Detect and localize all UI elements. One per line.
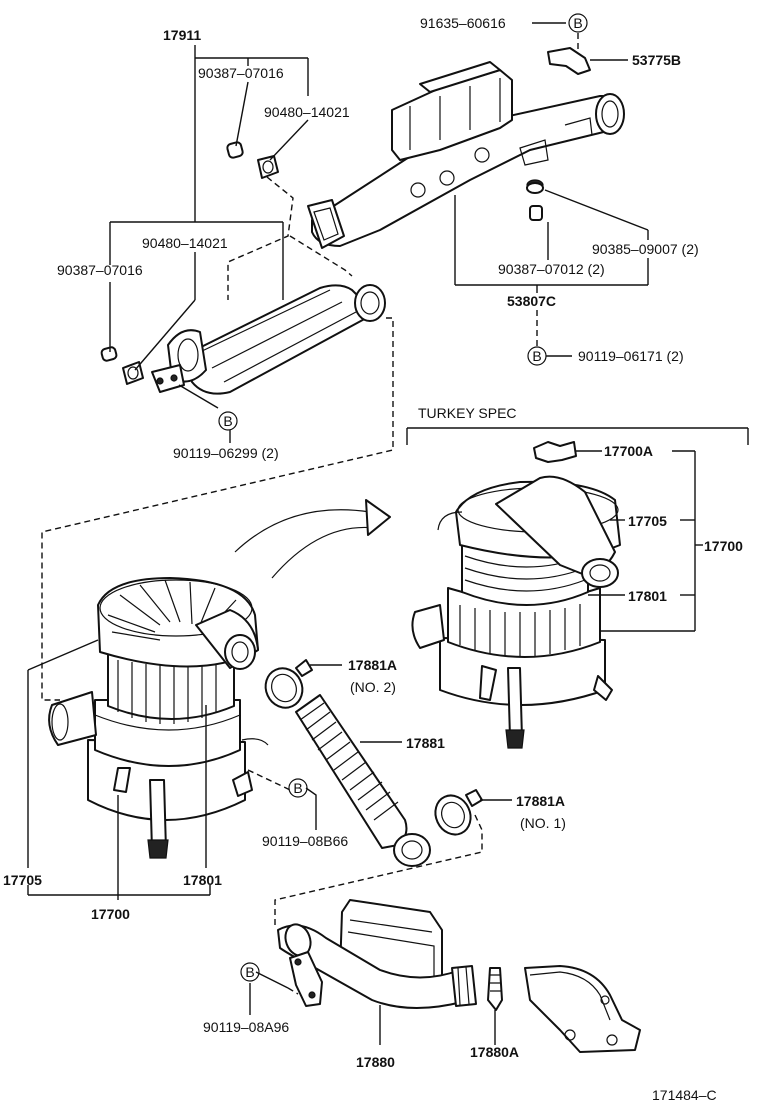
main-air-cleaner <box>48 577 269 859</box>
leaders-turkey <box>576 450 703 632</box>
label-53775b: 53775B <box>632 52 681 68</box>
label-90119-06171: 90119–06171 (2) <box>578 348 684 364</box>
figure-code: 171484–C <box>652 1087 717 1103</box>
label-17801-left: 17801 <box>183 872 222 888</box>
label-17880a: 17880A <box>470 1044 519 1060</box>
leaders-top-right <box>454 22 649 357</box>
turkey-spec-group <box>406 427 749 445</box>
label-90119-06299: 90119–06299 (2) <box>173 445 279 461</box>
svg-text:B: B <box>245 964 254 980</box>
label-90480-14021-a: 90480–14021 <box>264 104 350 120</box>
resonator-assembly <box>100 141 386 395</box>
label-90119-08b66: 90119–08B66 <box>262 833 348 849</box>
b-marker-53807c: B <box>527 346 547 366</box>
label-17880: 17880 <box>356 1054 395 1070</box>
connection-dashed-main <box>41 317 394 701</box>
b-marker-top: B <box>568 13 588 33</box>
label-53807c: 53807C <box>507 293 556 309</box>
label-17700-left: 17700 <box>91 906 130 922</box>
label-17700a: 17700A <box>604 443 653 459</box>
label-17700-right: 17700 <box>704 538 743 554</box>
transition-arrow <box>234 499 391 579</box>
hose-assembly <box>264 659 483 867</box>
leaders-bottom <box>249 971 496 1045</box>
air-inlet-assembly <box>307 47 625 249</box>
label-90387-07016-b: 90387–07016 <box>57 262 143 278</box>
turkey-air-cleaner <box>411 441 621 749</box>
b-marker-resonator: B <box>218 411 238 431</box>
label-90387-07016-a: 90387–07016 <box>198 65 284 81</box>
part-labels: 17911 90387–07016 90480–14021 90480–1402… <box>3 15 743 1103</box>
label-17881a-top: 17881A <box>348 657 397 673</box>
leaders-top-left <box>109 45 353 443</box>
b-marker-cleaner: B <box>288 778 308 798</box>
label-91635-60616: 91635–60616 <box>420 15 506 31</box>
leaders-left <box>27 639 317 900</box>
label-90387-07012: 90387–07012 (2) <box>498 261 605 277</box>
svg-text:B: B <box>573 15 582 31</box>
svg-text:B: B <box>223 413 232 429</box>
svg-text:B: B <box>293 780 302 796</box>
label-no1: (NO. 1) <box>520 815 566 831</box>
b-marker-inlet: B <box>240 962 260 982</box>
label-17801-right: 17801 <box>628 588 667 604</box>
label-turkey-spec: TURKEY SPEC <box>418 405 517 421</box>
label-90480-14021-b: 90480–14021 <box>142 235 228 251</box>
label-17881: 17881 <box>406 735 445 751</box>
label-17911: 17911 <box>163 27 201 43</box>
label-17881a-bottom: 17881A <box>516 793 565 809</box>
svg-text:B: B <box>532 348 541 364</box>
inlet-pipe-assembly <box>277 899 641 1053</box>
label-17705-left: 17705 <box>3 872 42 888</box>
label-90119-08a96: 90119–08A96 <box>203 1019 289 1035</box>
label-17705-right: 17705 <box>628 513 667 529</box>
label-90385-09007: 90385–09007 (2) <box>592 241 699 257</box>
label-no2: (NO. 2) <box>350 679 396 695</box>
leaders-hose <box>274 664 512 925</box>
